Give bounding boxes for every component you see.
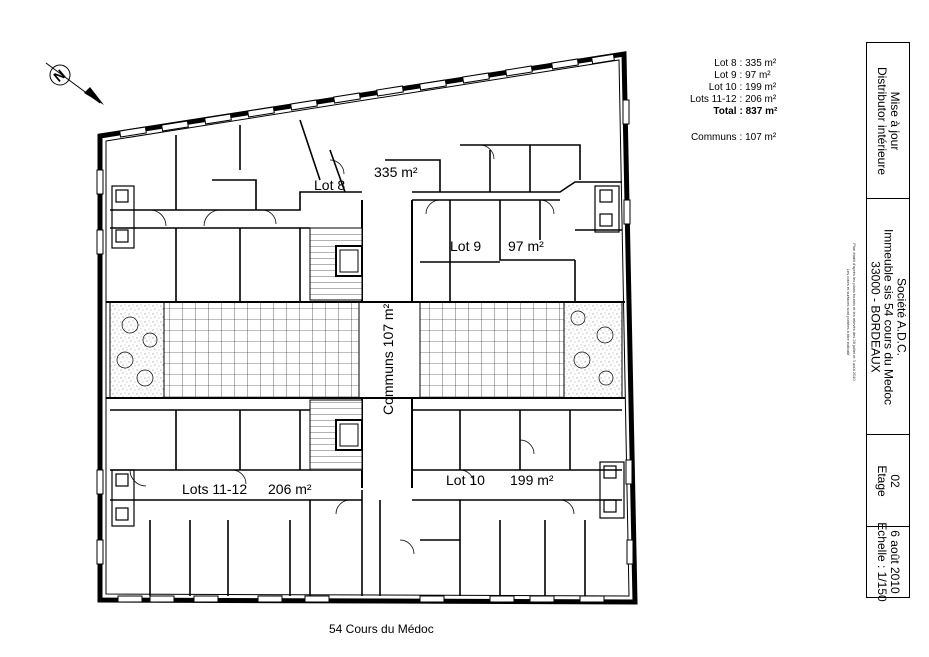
sanitary-blocks — [111, 185, 625, 527]
summary-row: Communs: 107 m² — [690, 132, 802, 144]
summary-value: : 206 m² — [739, 94, 777, 105]
summary-key: Lot 9 — [714, 70, 737, 81]
summary-value: : 837 m² — [739, 106, 778, 117]
windows — [96, 53, 634, 603]
title-subject: Mise à jour Distributor intérieure — [875, 66, 902, 175]
summary-key: Total — [713, 106, 737, 117]
title-cell-date-scale: 6 août 2010 Echelle : 1/150 — [867, 522, 909, 601]
summary-value: : 335 m² — [739, 58, 777, 69]
summary-row: Lot 10: 199 m² — [690, 82, 802, 94]
label-lot-9: Lot 9 — [450, 238, 481, 254]
summary-row: Lot 8: 335 m² — [690, 58, 802, 70]
title-level: 02 Etage — [875, 464, 902, 497]
lot-labels: Lot 8 335 m² Lot 9 97 m² Lot 10 199 m² L… — [182, 164, 554, 497]
survey-note: Plan établi d'après les plans fournis et… — [838, 222, 864, 402]
summary-row: Lot 9: 97 m² — [690, 70, 802, 82]
title-cell-subject: Mise à jour Distributor intérieure — [867, 43, 909, 199]
label-lot-9-area: 97 m² — [508, 238, 544, 254]
courtyards — [106, 301, 625, 399]
label-lot-8-area: 335 m² — [374, 164, 418, 180]
courtyard-east — [419, 301, 565, 399]
label-lots-11-12-area: 206 m² — [268, 481, 312, 497]
garden-east — [563, 301, 623, 399]
summary-key: Lot 10 — [708, 82, 737, 93]
title-date-scale: 6 août 2010 Echelle : 1/150 — [875, 522, 902, 602]
summary-value: : 199 m² — [739, 82, 777, 93]
summary-gap — [690, 118, 802, 132]
summary-value: : 97 m² — [739, 70, 771, 81]
title-cell-level: 02 Etage — [867, 435, 909, 527]
interior-partitions — [110, 119, 622, 596]
label-lot-10-area: 199 m² — [510, 472, 554, 488]
survey-note-text: Plan établi d'après les plans fournis et… — [846, 243, 857, 381]
compass: N — [45, 62, 104, 105]
garden-west — [109, 301, 165, 399]
summary-value: : 107 m² — [739, 132, 777, 143]
summary-key: Lots 11-12 — [690, 94, 737, 105]
summary-row: Lots 11-12: 206 m² — [690, 94, 802, 106]
stairwells — [309, 227, 363, 471]
summary-row: Total: 837 m² — [690, 106, 802, 118]
label-lots-11-12: Lots 11-12 — [182, 481, 247, 497]
summary-key: Lot 8 — [714, 58, 737, 69]
title-block: Mise à jour Distributor intérieure Socié… — [866, 42, 910, 602]
courtyard-west — [163, 301, 360, 399]
title-client: Société A.D.C. Immeuble sis 54 cours du … — [868, 228, 909, 405]
doors — [129, 144, 575, 555]
title-cell-client: Société A.D.C. Immeuble sis 54 cours du … — [867, 199, 909, 435]
label-lot-8: Lot 8 — [314, 177, 345, 193]
label-lot-10: Lot 10 — [446, 472, 485, 488]
label-communs: Communs 107 m² — [380, 303, 396, 415]
exterior-walls — [97, 51, 638, 605]
summary-key: Communs — [690, 132, 737, 143]
plan-caption: 54 Cours du Médoc — [329, 622, 434, 636]
